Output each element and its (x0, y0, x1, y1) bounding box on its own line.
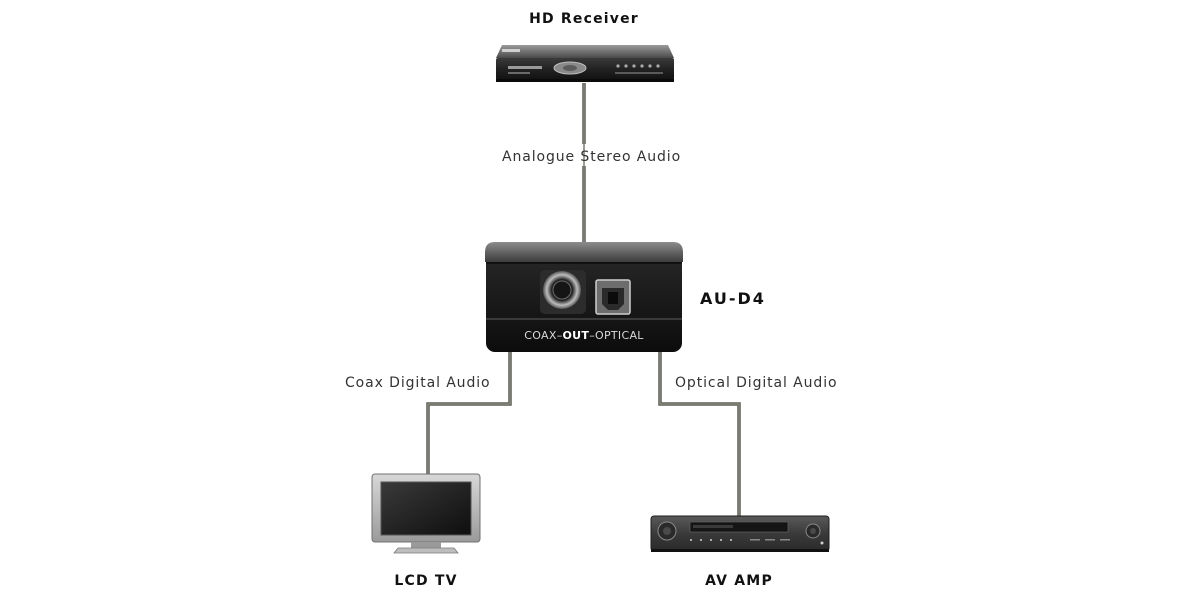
audio-converter-icon: COAX–OUT–OPTICAL (485, 242, 683, 352)
hd-receiver-title: HD Receiver (529, 11, 639, 27)
input-connection-label: Analogue Stereo Audio (502, 149, 681, 165)
converter-model-title: AU-D4 (700, 289, 766, 308)
optical-cable (658, 352, 741, 517)
coax-connection-label: Coax Digital Audio (345, 375, 491, 391)
optical-jack-icon (595, 279, 631, 315)
av-amp-title: AV AMP (705, 573, 773, 589)
lcd-tv-title: LCD TV (394, 573, 457, 589)
converter-panel-label: COAX–OUT–OPTICAL (524, 329, 644, 342)
lcd-tv-icon (371, 473, 481, 554)
input-label-group: Analogue Stereo Audio (498, 144, 698, 166)
coax-jack-icon (540, 270, 586, 314)
optical-connection-label: Optical Digital Audio (675, 375, 837, 391)
set-top-box-icon (496, 45, 674, 82)
coax-cable (426, 352, 512, 476)
av-receiver-icon (650, 515, 830, 552)
